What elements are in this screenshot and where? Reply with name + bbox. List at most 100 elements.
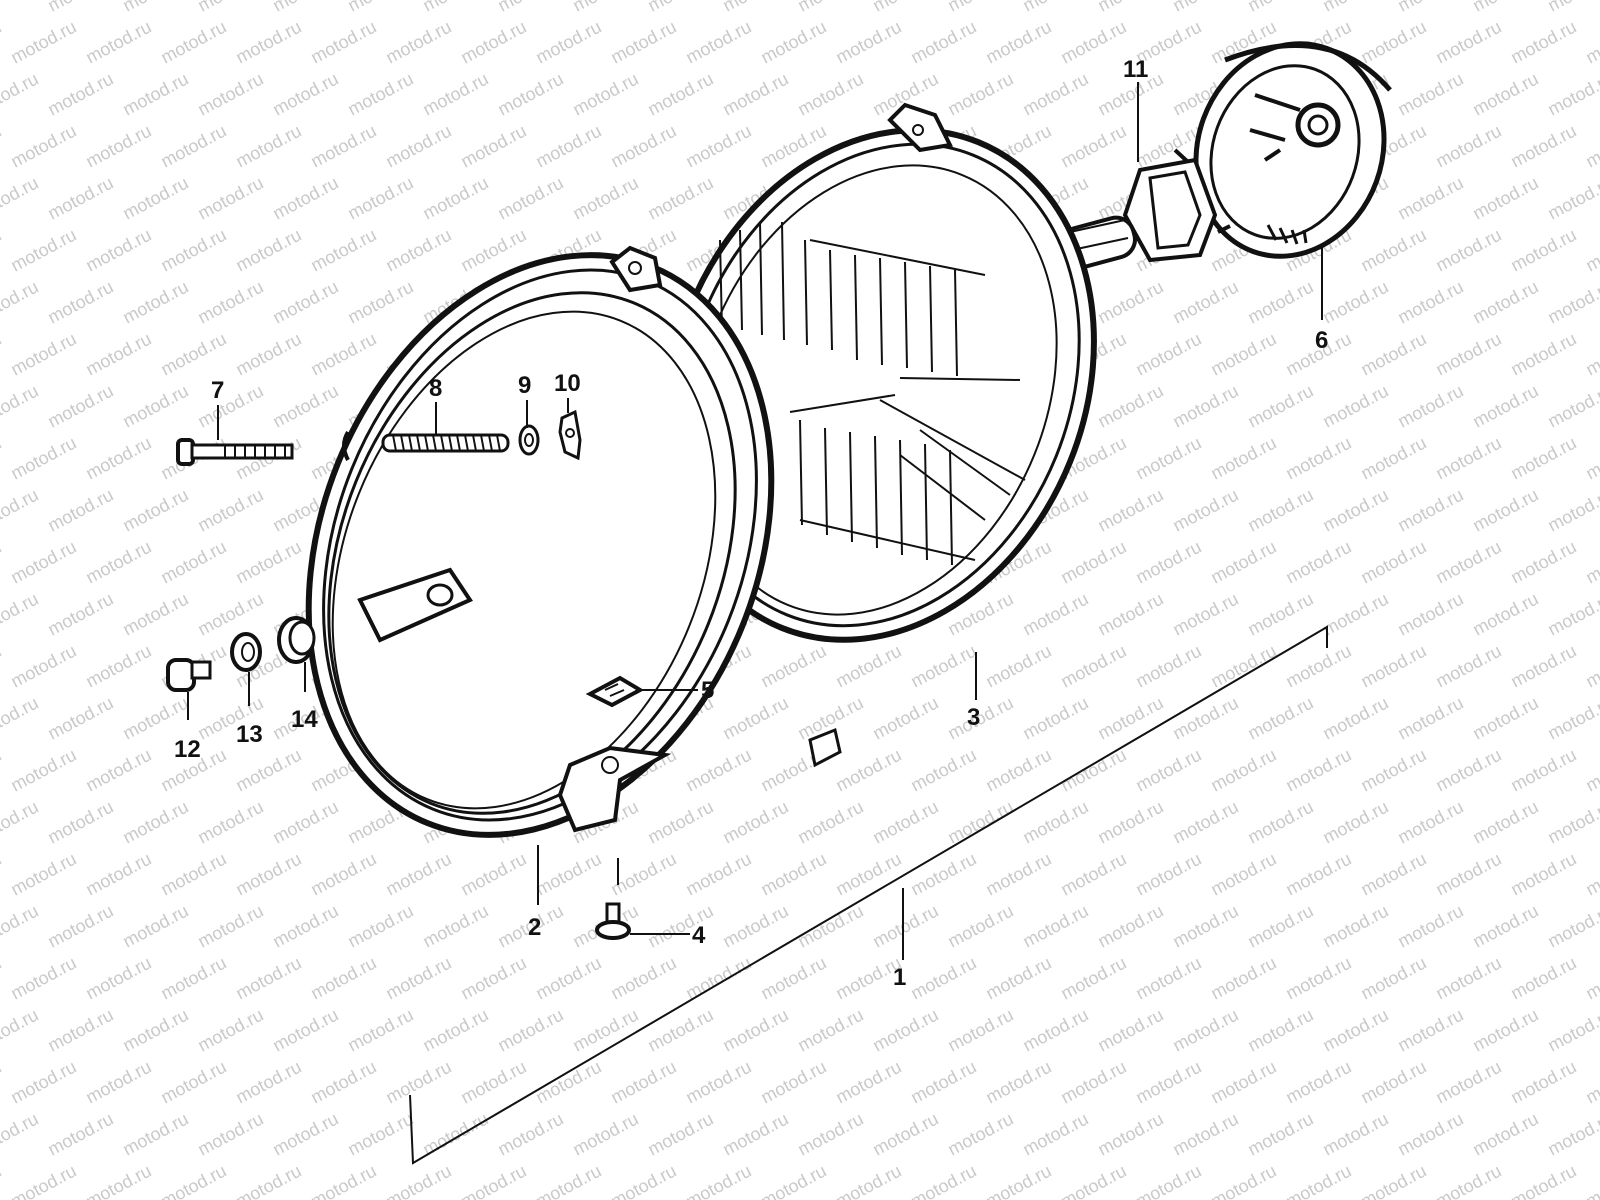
watermark-text: motod.ru — [1282, 433, 1354, 484]
watermark-text: motod.ru — [1094, 1005, 1166, 1056]
watermark-text: motod.ru — [1507, 1161, 1579, 1200]
watermark-text: motod.ru — [1507, 225, 1579, 276]
part-14-grommet — [277, 616, 316, 664]
watermark-text: motod.ru — [1357, 537, 1429, 588]
watermark-text: motod.ru — [7, 849, 79, 900]
watermark-text: motod.ru — [719, 69, 791, 120]
watermark-text: motod.ru — [419, 173, 491, 224]
watermark-text: motod.ru — [157, 17, 229, 68]
watermark-text: motod.ru — [194, 485, 266, 536]
watermark-text: motod.ru — [757, 1057, 829, 1108]
watermark-text: motod.ru — [1057, 953, 1129, 1004]
watermark-text: motod.ru — [1582, 1057, 1600, 1108]
watermark-text: motod.ru — [44, 901, 116, 952]
watermark-text: motod.ru — [82, 1057, 154, 1108]
watermark-text: motod.ru — [119, 69, 191, 120]
watermark-text: motod.ru — [794, 0, 866, 16]
watermark-text: motod.ru — [44, 797, 116, 848]
watermark-text: motod.ru — [1432, 953, 1504, 1004]
watermark-text: motod.ru — [1244, 381, 1316, 432]
part-12-bolt — [166, 658, 212, 692]
watermark-text: motod.ru — [44, 693, 116, 744]
watermark-text: motod.ru — [982, 17, 1054, 68]
watermark-text: motod.ru — [1244, 693, 1316, 744]
part-4-screw — [595, 902, 631, 940]
watermark-text: motod.ru — [1582, 1161, 1600, 1200]
watermark-text: motod.ru — [1544, 381, 1600, 432]
watermark-text: motod.ru — [1319, 485, 1391, 536]
watermark-text: motod.ru — [1019, 69, 1091, 120]
watermark-text: motod.ru — [269, 173, 341, 224]
watermark-text: motod.ru — [1432, 225, 1504, 276]
watermark-text: motod.ru — [869, 1109, 941, 1160]
callout-9: 9 — [518, 372, 531, 399]
watermark-text: motod.ru — [1469, 589, 1541, 640]
watermark-text: motod.ru — [44, 589, 116, 640]
watermark-text: motod.ru — [1057, 745, 1129, 796]
watermark-text: motod.ru — [1469, 485, 1541, 536]
watermark-text: motod.ru — [1057, 121, 1129, 172]
watermark-text: motod.ru — [644, 1109, 716, 1160]
watermark-text: motod.ru — [269, 0, 341, 16]
watermark-text: motod.ru — [307, 1057, 379, 1108]
watermark-text: motod.ru — [194, 381, 266, 432]
watermark-text: motod.ru — [194, 589, 266, 640]
watermark-text: motod.ru — [7, 17, 79, 68]
watermark-text: motod.ru — [1169, 0, 1241, 16]
watermark-text: motod.ru — [532, 849, 604, 900]
watermark-text: motod.ru — [1469, 0, 1541, 16]
watermark-text: motod.ru — [982, 745, 1054, 796]
watermark-text: motod.ru — [757, 849, 829, 900]
watermark-text: motod.ru — [1169, 901, 1241, 952]
watermark-text: motod.ru — [382, 1161, 454, 1200]
watermark-text: motod.ru — [1507, 1057, 1579, 1108]
watermark-text: motod.ru — [1207, 537, 1279, 588]
watermark-text: motod.ru — [1132, 1161, 1204, 1200]
watermark-text: motod.ru — [569, 1005, 641, 1056]
watermark-text: motod.ru — [607, 17, 679, 68]
watermark-text: motod.ru — [0, 693, 42, 744]
part-7-screw — [176, 438, 294, 466]
watermark-text: motod.ru — [1469, 797, 1541, 848]
watermark-text: motod.ru — [644, 901, 716, 952]
watermark-text: motod.ru — [307, 17, 379, 68]
watermark-text: motod.ru — [1019, 1109, 1091, 1160]
watermark-text: motod.ru — [1282, 953, 1354, 1004]
watermark-text: motod.ru — [119, 1005, 191, 1056]
watermark-text: motod.ru — [382, 17, 454, 68]
watermark-text: motod.ru — [194, 69, 266, 120]
watermark-text: motod.ru — [457, 1161, 529, 1200]
watermark-text: motod.ru — [1507, 641, 1579, 692]
watermark-text: motod.ru — [82, 1161, 154, 1200]
watermark-text: motod.ru — [1169, 797, 1241, 848]
watermark-text: motod.ru — [907, 849, 979, 900]
watermark-text: motod.ru — [719, 693, 791, 744]
watermark-text: motod.ru — [269, 797, 341, 848]
watermark-text: motod.ru — [1357, 745, 1429, 796]
watermark-text: motod.ru — [1207, 953, 1279, 1004]
watermark-text: motod.ru — [269, 381, 341, 432]
watermark-text: motod.ru — [457, 849, 529, 900]
watermark-text: motod.ru — [0, 745, 5, 796]
watermark-text: motod.ru — [719, 1109, 791, 1160]
watermark-text: motod.ru — [1394, 589, 1466, 640]
watermark-text: motod.ru — [1582, 329, 1600, 380]
watermark-text: motod.ru — [1544, 901, 1600, 952]
watermark-text: motod.ru — [644, 173, 716, 224]
watermark-text: motod.ru — [1582, 17, 1600, 68]
watermark-text: motod.ru — [1432, 1057, 1504, 1108]
watermark-text: motod.ru — [0, 0, 42, 16]
watermark-text: motod.ru — [0, 953, 5, 1004]
watermark-text: motod.ru — [869, 797, 941, 848]
watermark-text: motod.ru — [1394, 381, 1466, 432]
watermark-text: motod.ru — [1169, 485, 1241, 536]
watermark-text: motod.ru — [532, 1057, 604, 1108]
watermark-text: motod.ru — [1357, 953, 1429, 1004]
watermark-text: motod.ru — [232, 849, 304, 900]
watermark-text: motod.ru — [1132, 433, 1204, 484]
watermark-text: motod.ru — [1507, 849, 1579, 900]
watermark-text: motod.ru — [1132, 745, 1204, 796]
watermark-text: motod.ru — [44, 173, 116, 224]
